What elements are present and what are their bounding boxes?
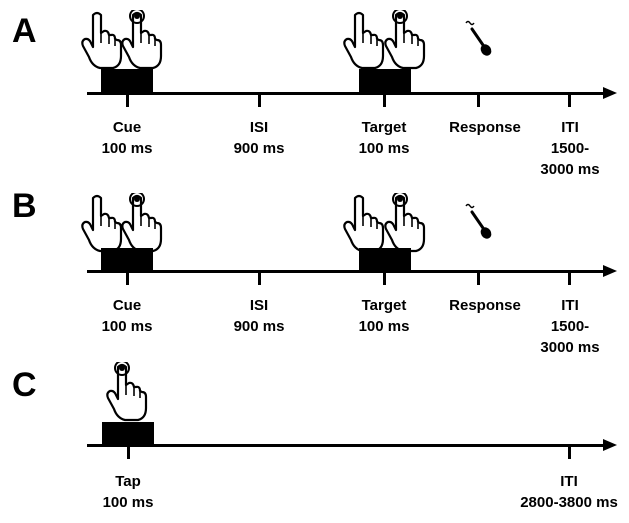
event-name: ITI [560,473,578,490]
event-name: Tap [115,473,141,490]
event-duration: 100 ms [101,140,153,157]
event-label-cue: Cue 100 ms [72,295,182,337]
timeline-arrow-icon [603,87,617,99]
hand-pointing-icon [342,193,386,253]
panel-letter: A [12,12,37,50]
event-label-target: Target 100 ms [329,117,439,159]
event-label-iti: ITI 1500- 3000 ms [515,295,625,358]
tick-response [477,273,480,285]
cue-stimulus-block [101,248,153,272]
event-duration: 100 ms [358,318,410,335]
event-name: Response [449,119,521,136]
tick-iti [568,95,571,107]
event-label-iti: ITI 2800-3800 ms [509,471,629,513]
event-duration-cont: 3000 ms [540,161,600,178]
event-duration: 900 ms [233,140,285,157]
tick-isi [258,273,261,285]
event-name: ITI [561,119,579,136]
tick-tap [127,447,130,459]
event-name: ITI [561,297,579,314]
event-name: Target [361,297,407,314]
hand-tapping-icon [383,193,427,253]
event-name: ISI [249,297,269,314]
panel-c: C Tap 100 ms ITI 2800-3800 ms [0,360,629,523]
event-duration: 100 ms [102,494,154,511]
tick-target [383,95,386,107]
target-stimulus-block [359,248,411,272]
tick-target [383,273,386,285]
event-label-response: Response [430,117,540,138]
event-name: Cue [112,297,142,314]
event-label-tap: Tap 100 ms [73,471,183,513]
event-label-response: Response [430,295,540,316]
event-name: Target [361,119,407,136]
event-name: ISI [249,119,269,136]
event-label-isi: ISI 900 ms [204,295,314,337]
panel-b: B Cue 100 ms ISI 900 ms Target 100 ms Re… [0,185,629,360]
event-duration: 2800-3800 ms [520,494,618,511]
event-label-isi: ISI 900 ms [204,117,314,159]
tick-iti [568,447,571,459]
timeline-axis [87,92,605,95]
event-label-cue: Cue 100 ms [72,117,182,159]
target-stimulus-block [359,69,411,93]
cue-stimulus-block [101,69,153,93]
hand-tapping-icon [105,362,149,422]
panel-a: A Cue 100 ms ISI 900 ms Target 100 ms Re… [0,0,629,185]
hand-tapping-icon [383,10,427,70]
tick-iti [568,273,571,285]
event-duration: 900 ms [233,318,285,335]
timeline-axis [87,270,605,273]
panel-letter: C [12,366,37,404]
panel-letter: B [12,187,37,225]
tick-response [477,95,480,107]
hand-tapping-icon [120,193,164,253]
tick-isi [258,95,261,107]
hand-pointing-icon [80,193,124,253]
hand-tapping-icon [120,10,164,70]
event-label-iti: ITI 1500- 3000 ms [515,117,625,180]
event-duration: 100 ms [358,140,410,157]
tap-stimulus-block [102,422,154,446]
hand-pointing-icon [342,10,386,70]
event-name: Response [449,297,521,314]
tick-cue [126,273,129,285]
event-name: Cue [112,119,142,136]
event-duration: 1500- [550,318,590,335]
timeline-arrow-icon [603,439,617,451]
event-duration: 1500- [550,140,590,157]
event-duration: 100 ms [101,318,153,335]
event-duration-cont: 3000 ms [540,339,600,356]
microphone-icon [465,203,495,243]
hand-pointing-icon [80,10,124,70]
event-label-target: Target 100 ms [329,295,439,337]
tick-cue [126,95,129,107]
timeline-axis [87,444,605,447]
microphone-icon [465,20,495,60]
timeline-arrow-icon [603,265,617,277]
